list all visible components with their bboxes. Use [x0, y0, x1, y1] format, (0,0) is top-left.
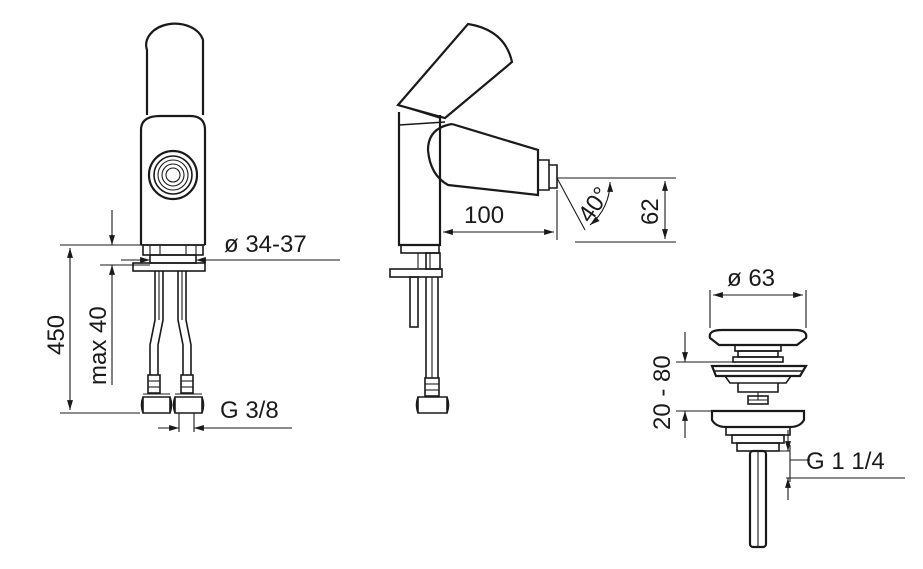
front-hose-nut-left — [140, 396, 173, 414]
side-lift-rod — [409, 276, 419, 328]
dim-waste-range: 20 - 80 — [649, 355, 676, 430]
dim-supply-height: 450 — [43, 315, 70, 355]
dim-waste-diameter: ø 63 — [727, 265, 775, 292]
side-hose-nut — [415, 396, 450, 414]
side-spout — [426, 122, 540, 197]
front-lever — [145, 22, 205, 115]
front-hose-right — [177, 271, 192, 375]
front-base-plate — [142, 244, 204, 256]
side-aerator — [549, 164, 558, 189]
dim-waste-thread: G 1 1/4 — [806, 448, 885, 475]
side-view: 100 40° 62 — [389, 22, 676, 414]
waste-view: ø 63 20 - 80 G 1 1/4 — [649, 265, 905, 549]
waste-nut — [710, 409, 806, 429]
front-body — [139, 114, 207, 245]
front-hose-left — [149, 271, 164, 375]
front-deck-nut — [132, 262, 206, 272]
dim-deck-thickness: max 40 — [85, 306, 112, 385]
dim-hole-diameter: ø 34-37 — [224, 231, 307, 258]
dim-spout-height: 62 — [637, 198, 664, 225]
front-hose-nut-right — [172, 396, 205, 414]
side-lever — [396, 22, 514, 120]
front-view: max 40 450 ø 34-37 G 3/8 — [43, 22, 340, 432]
side-mount-plate — [389, 268, 443, 278]
dim-hose-thread: G 3/8 — [220, 397, 279, 424]
dim-spout-reach: 100 — [464, 202, 504, 229]
waste-flange — [710, 364, 808, 378]
cartridge-knob-icon — [147, 149, 199, 201]
waste-cap — [708, 328, 808, 347]
